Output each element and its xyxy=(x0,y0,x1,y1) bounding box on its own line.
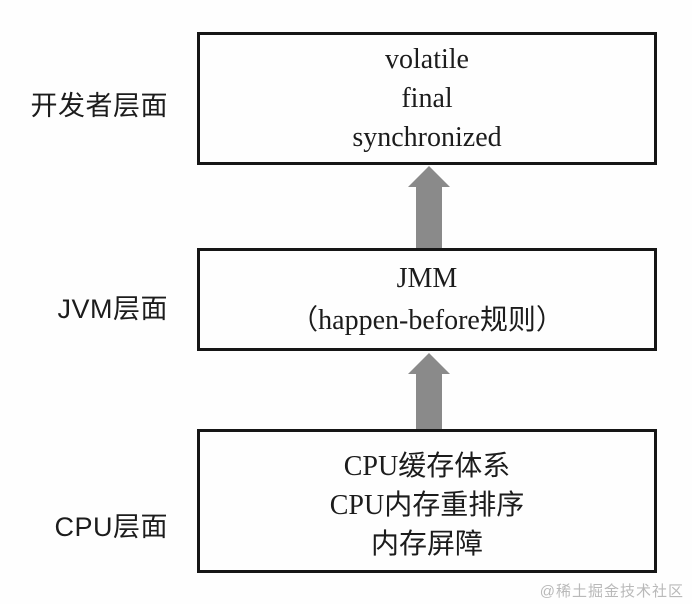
up-arrow-icon xyxy=(408,166,450,248)
box-text-line: synchronized xyxy=(352,122,502,153)
box-text-line: JMM xyxy=(396,262,458,294)
up-arrow-icon xyxy=(408,353,450,429)
layer-label-developer: 开发者层面 xyxy=(30,91,168,121)
layer-label-jvm: JVM层面 xyxy=(57,294,168,324)
box-text-line: 内存屏障 xyxy=(370,528,483,560)
developer-layer-box: volatile final synchronized xyxy=(197,32,657,165)
watermark: @稀土掘金技术社区 xyxy=(539,583,684,600)
box-text-line: volatile xyxy=(385,44,469,75)
box-text-line: CPU缓存体系 xyxy=(343,450,511,482)
box-text-line: final xyxy=(401,83,453,114)
box-text-line: CPU内存重排序 xyxy=(329,489,525,521)
box-text-line: （happen-before规则） xyxy=(290,304,564,336)
layer-label-cpu: CPU层面 xyxy=(54,512,168,542)
jvm-layer-box: JMM （happen-before规则） xyxy=(197,248,657,351)
cpu-layer-box: CPU缓存体系 CPU内存重排序 内存屏障 xyxy=(197,429,657,573)
